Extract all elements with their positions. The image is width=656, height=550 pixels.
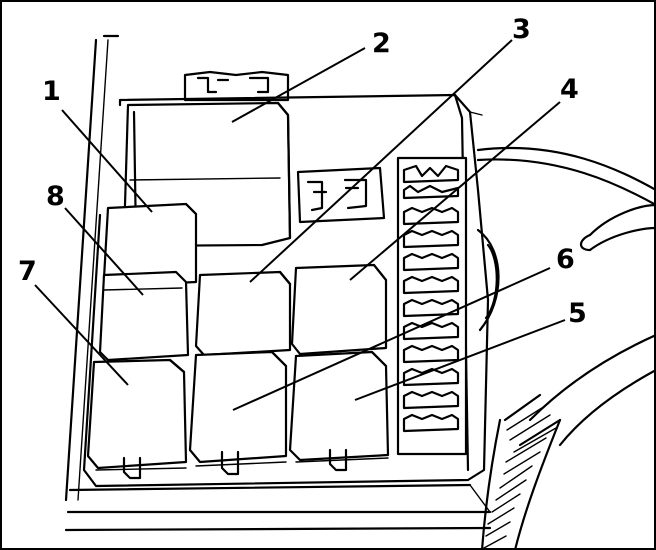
leader-2 [231, 47, 366, 123]
fuse-slot [402, 413, 460, 433]
callout-7: 7 [18, 256, 37, 287]
mounting-rails [64, 34, 120, 502]
relay-8 [98, 270, 190, 362]
fuse-strip [396, 156, 468, 456]
relay-7 [86, 358, 188, 470]
leader-lines [34, 39, 566, 411]
callout-1: 1 [42, 76, 61, 107]
fuse-slot [402, 344, 460, 364]
callout-6: 6 [556, 244, 575, 275]
leader-4 [349, 101, 561, 281]
relay-clips [95, 448, 389, 480]
leader-1 [61, 109, 153, 213]
leader-7 [34, 284, 129, 386]
fuse-slot [402, 229, 460, 249]
relay-3 [194, 270, 292, 357]
fuse-slot [402, 390, 460, 410]
top-blade-fuses [183, 70, 290, 102]
fuse-slot [402, 252, 460, 272]
relay-5 [288, 350, 390, 462]
callout-3: 3 [512, 14, 531, 45]
callout-2: 2 [372, 28, 391, 59]
fuse-slots [402, 206, 460, 433]
fuse-slot [402, 298, 460, 318]
leader-6 [232, 267, 551, 411]
mid-blade-fuses [296, 166, 386, 224]
leader-5 [354, 319, 566, 401]
leader-8 [64, 207, 144, 296]
fuse-slot [402, 367, 460, 387]
leader-3 [249, 39, 513, 283]
fuse-slot [402, 321, 460, 341]
fuse-slot [402, 206, 460, 226]
fuse-slot [402, 275, 460, 295]
callout-5: 5 [568, 298, 587, 329]
relay-4 [290, 263, 388, 356]
callout-8: 8 [46, 181, 65, 212]
callout-4: 4 [560, 74, 579, 105]
wiring-harness [476, 146, 656, 550]
